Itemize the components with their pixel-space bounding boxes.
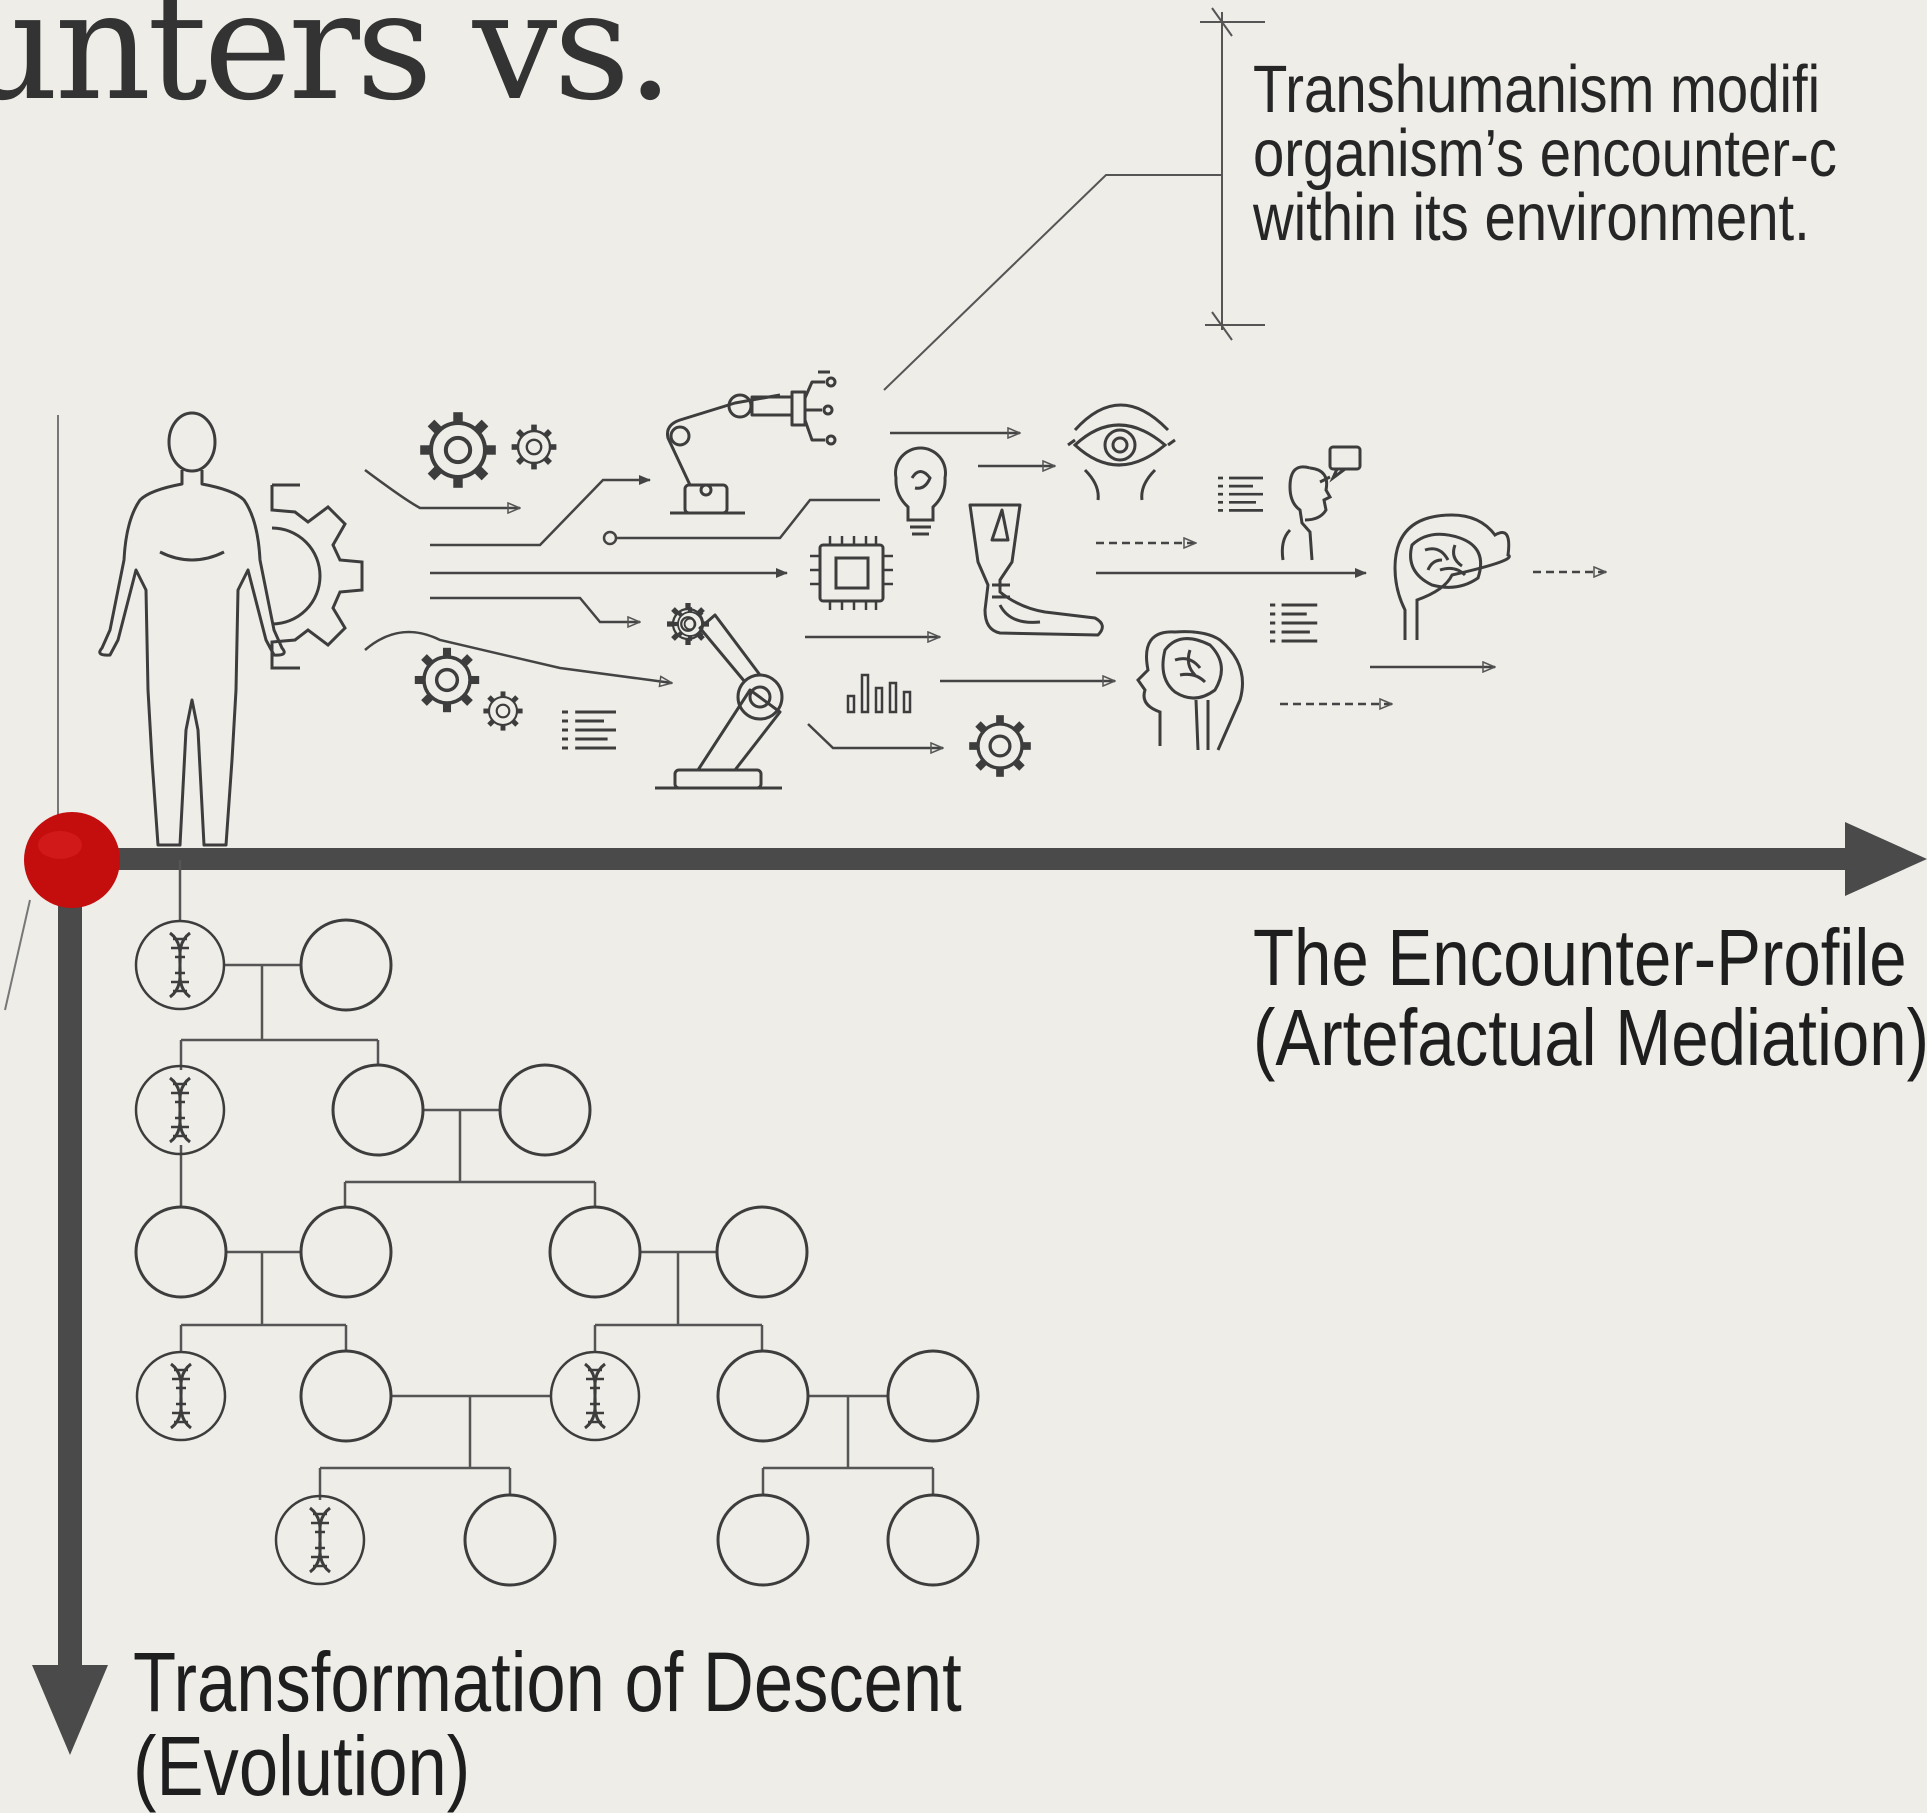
eye-icon: [1067, 403, 1176, 501]
dna-icon: [134, 1064, 226, 1156]
tree-node: [716, 1493, 810, 1587]
tree-node: [498, 1063, 592, 1157]
x-axis-label: The Encounter-Profile (Artefactual Media…: [1253, 918, 1927, 1078]
robotic-arm-icon: [666, 370, 837, 515]
tree-node: [299, 1205, 393, 1299]
x-axis: [60, 822, 1927, 896]
gear-icon: [270, 483, 364, 670]
gear-cluster-top: [420, 412, 556, 488]
text-lines-icon: [560, 710, 618, 750]
lightbulb-icon: [894, 446, 947, 536]
dna-icon: [549, 1350, 641, 1442]
robotic-arm-icon-2: [655, 607, 784, 790]
family-tree-nodes: [134, 918, 980, 1587]
x-axis-subtitle: (Artefactual Mediation): [1253, 993, 1927, 1082]
dna-icon: [274, 1494, 366, 1586]
annotation-text: Transhumanism modifi organism’s encounte…: [1253, 52, 1858, 255]
origin-dot: [24, 812, 120, 908]
tree-node: [134, 1205, 228, 1299]
human-figure-icon: [98, 411, 286, 847]
tree-node: [331, 1063, 425, 1157]
gear-icon-small: [667, 603, 1031, 777]
dna-icon: [134, 919, 226, 1011]
y-axis-subtitle: (Evolution): [133, 1719, 471, 1813]
x-axis-title: The Encounter-Profile: [1253, 913, 1907, 1002]
circuit-lines: [364, 468, 880, 683]
tree-node: [548, 1205, 642, 1299]
prosthetic-leg-icon: [968, 503, 1104, 637]
brain-head-icon: [1136, 630, 1244, 751]
y-axis-title: Transformation of Descent: [133, 1635, 962, 1729]
tree-node: [886, 1349, 980, 1443]
annotation-line-2: organism’s encounter-c: [1253, 116, 1837, 191]
tree-node: [299, 1349, 393, 1443]
tree-node: [299, 918, 393, 1012]
bar-chart-icon: [846, 673, 912, 714]
text-lines-icon-2: [1268, 603, 1319, 643]
gear-cluster-bottom: [415, 648, 523, 731]
brain-head-icon-2: [1393, 513, 1511, 640]
tree-node: [716, 1349, 810, 1443]
tree-node: [715, 1205, 809, 1299]
tree-node: [463, 1493, 557, 1587]
y-axis: [32, 860, 108, 1755]
dna-icon: [135, 1350, 227, 1442]
annotation-bracket: [883, 7, 1265, 391]
flow-arrows: [805, 433, 1606, 748]
page-title: unters vs.: [0, 0, 674, 134]
thin-diagonal-guide: [4, 899, 31, 1011]
person-speech-icon: [1216, 445, 1362, 561]
family-tree-lines: [178, 860, 935, 1500]
origin-dot-highlight: [38, 831, 82, 859]
microchip-icon: [810, 536, 893, 610]
y-axis-label: Transformation of Descent (Evolution): [133, 1640, 962, 1808]
tree-node: [886, 1493, 980, 1587]
annotation-line-3: within its environment.: [1253, 180, 1810, 255]
annotation-line-1: Transhumanism modifi: [1253, 52, 1821, 127]
